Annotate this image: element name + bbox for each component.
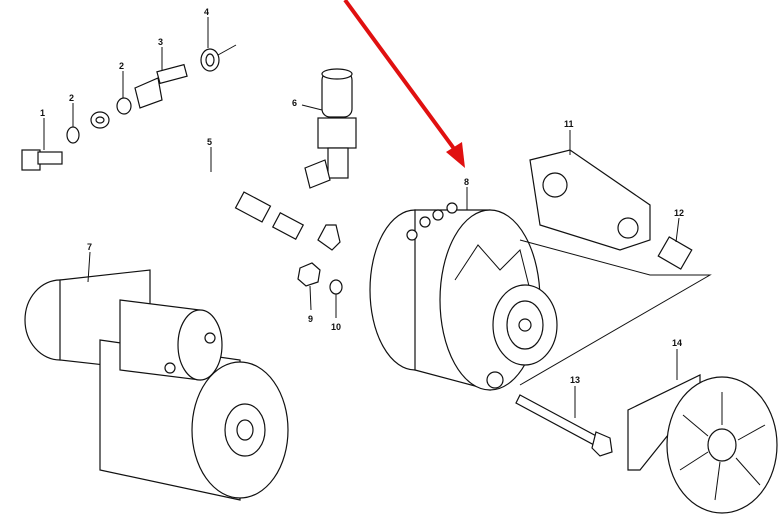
callout-2a: 2 — [69, 93, 74, 103]
starter-motor — [24, 269, 289, 501]
banjo-fitting — [116, 44, 237, 115]
alternator-bracket — [529, 149, 651, 251]
callout-12: 12 — [674, 208, 684, 218]
temperature-sender — [304, 68, 357, 189]
nut — [297, 262, 321, 287]
callout-14: 14 — [672, 338, 682, 348]
callout-6: 6 — [292, 98, 297, 108]
callout-13: 13 — [570, 375, 580, 385]
callout-2b: 2 — [119, 61, 124, 71]
alternator — [369, 202, 558, 391]
callout-8: 8 — [464, 177, 469, 187]
callout-4: 4 — [204, 7, 209, 17]
callout-3: 3 — [158, 37, 163, 47]
spacer-sleeve — [657, 236, 693, 270]
assembly-line — [519, 239, 712, 386]
callout-7: 7 — [87, 242, 92, 252]
callout-11: 11 — [564, 119, 574, 129]
banjo-bolt — [21, 126, 80, 171]
callout-1: 1 — [40, 108, 45, 118]
fan-guard — [627, 374, 778, 514]
mounting-bolt — [515, 394, 613, 457]
callout-10: 10 — [331, 322, 341, 332]
highlight-arrow — [343, 0, 465, 168]
leader-lines — [43, 17, 680, 418]
callout-9: 9 — [308, 314, 313, 324]
callout-5: 5 — [207, 137, 212, 147]
washer — [329, 279, 343, 295]
fuel-pipe — [90, 111, 341, 251]
